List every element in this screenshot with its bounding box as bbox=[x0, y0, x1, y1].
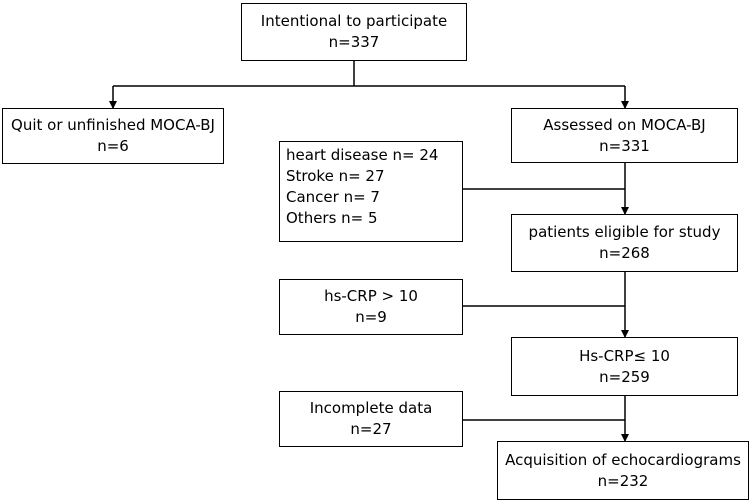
box-title: hs-CRP > 10 bbox=[324, 287, 418, 305]
box-title: Incomplete data bbox=[309, 399, 433, 417]
box-count: n=337 bbox=[328, 33, 380, 51]
box-assessed-on-moca-bj: Assessed on MOCA-BJ n=331 bbox=[511, 108, 738, 163]
exclusion-others: Others n= 5 bbox=[286, 209, 378, 227]
box-hscrp-excluded: hs-CRP > 10 n=9 bbox=[279, 279, 463, 335]
exclusion-stroke: Stroke n= 27 bbox=[286, 167, 385, 185]
box-title: Hs-CRP≤ 10 bbox=[579, 346, 670, 365]
box-title: Acquisition of echocardiograms bbox=[505, 450, 741, 469]
box-count: n=268 bbox=[599, 244, 650, 262]
box-title: Quit or unfinished MOCA-BJ bbox=[11, 116, 215, 134]
box-title: patients eligible for study bbox=[528, 223, 721, 241]
box-patients-eligible: patients eligible for study n=268 bbox=[511, 214, 738, 272]
exclusion-heart-disease: heart disease n= 24 bbox=[286, 146, 439, 164]
box-title: Intentional to participate bbox=[260, 12, 448, 30]
box-count: n=232 bbox=[597, 471, 649, 490]
box-quit-or-unfinished: Quit or unfinished MOCA-BJ n=6 bbox=[2, 108, 224, 164]
box-hscrp-included: Hs-CRP≤ 10 n=259 bbox=[511, 337, 738, 396]
box-count: n=9 bbox=[355, 308, 387, 326]
box-acquisition-echocardiograms: Acquisition of echocardiograms n=232 bbox=[497, 441, 749, 500]
box-intentional-to-participate: Intentional to participate n=337 bbox=[241, 3, 467, 61]
box-count: n=331 bbox=[599, 136, 650, 155]
box-title: Assessed on MOCA-BJ bbox=[543, 115, 706, 134]
box-count: n=27 bbox=[350, 420, 392, 438]
box-count: n=6 bbox=[97, 137, 129, 155]
box-count: n=259 bbox=[599, 367, 650, 386]
box-disease-exclusions: heart disease n= 24 Stroke n= 27 Cancer … bbox=[279, 141, 463, 242]
exclusion-cancer: Cancer n= 7 bbox=[286, 188, 380, 206]
box-incomplete-data: Incomplete data n=27 bbox=[279, 391, 463, 447]
